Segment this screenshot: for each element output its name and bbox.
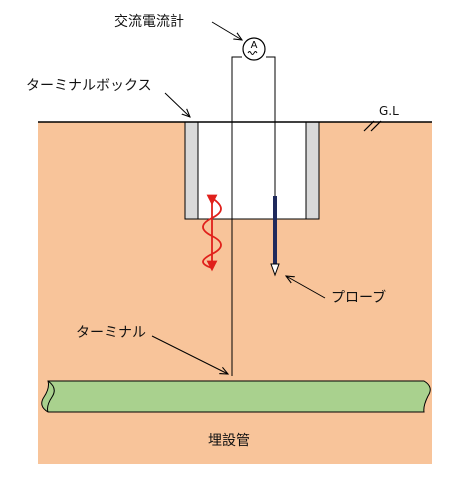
- terminal-box-left-wall: [184, 121, 199, 220]
- probe-pointer: [286, 276, 326, 299]
- terminal-pointer: [151, 335, 228, 374]
- probe-tip: [270, 263, 280, 277]
- terminal-box-pointer: [164, 92, 190, 117]
- ammeter-pointer: [211, 21, 242, 40]
- ground-level-label: G.L: [379, 104, 399, 118]
- ac-signal-arrow-icon: [202, 194, 222, 272]
- terminal-box-label: ターミナルボックス: [26, 78, 152, 94]
- ammeter-circle-icon: A: [242, 37, 266, 61]
- meter-wire-left: [231, 56, 242, 376]
- meter-wire-right: [266, 56, 276, 196]
- terminal-label: ターミナル: [76, 325, 146, 341]
- buried-pipe: [41, 380, 431, 413]
- terminal-box-right-wall: [305, 121, 320, 220]
- ammeter-label: 交流電流計: [114, 13, 184, 30]
- ammeter-symbol: A: [251, 40, 258, 51]
- ground-hatch-icon: [363, 120, 382, 132]
- buried-pipe-label: 埋設管: [208, 433, 250, 449]
- probe-label: プローブ: [331, 289, 386, 306]
- terminal-box-interior: [184, 121, 320, 220]
- probe-rod: [273, 196, 277, 264]
